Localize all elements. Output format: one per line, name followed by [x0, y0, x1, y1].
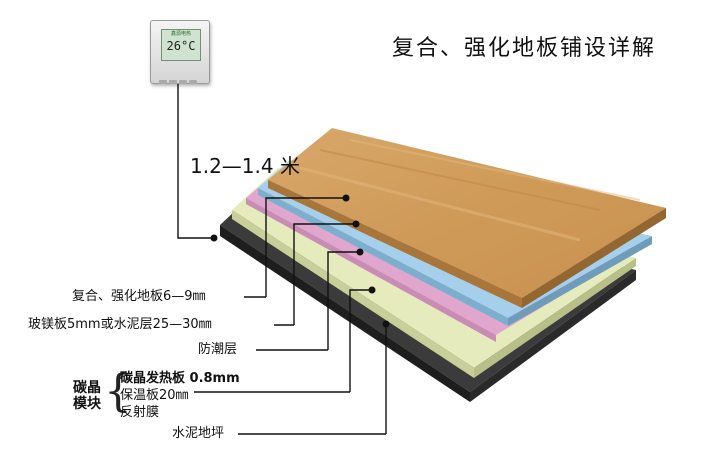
group-label: 碳晶模块 [73, 380, 101, 412]
leader-thermostat [177, 84, 214, 239]
leader-dot-moisture [356, 248, 364, 256]
label-carbon-heater: 碳晶发热板 0.8mm [120, 371, 240, 386]
thermostat-buttons [159, 69, 201, 84]
thermostat-temperature: 26°C [166, 39, 196, 53]
layer-cement-floor-side [470, 270, 636, 402]
wood-grain-1 [319, 149, 601, 211]
thermostat-brand: 鑫源电热 [170, 31, 191, 37]
label-mgo-board: 玻镁板5mm或水泥层25—30㎜ [28, 317, 212, 332]
wood-grain-2 [299, 166, 581, 242]
page-title: 复合、强化地板铺设详解 [392, 36, 657, 61]
leader-dot-thermostat [210, 234, 218, 242]
leader-dot-laminate [342, 194, 350, 202]
leader-mgo [293, 223, 356, 325]
layer-laminate-floor-edge [268, 180, 522, 308]
layer-mgo-board-edge [258, 188, 508, 326]
layer-mgo-board-side [508, 236, 652, 326]
label-laminate: 复合、强化地板6—9㎜ [72, 289, 206, 304]
layer-carbon-module-edge [232, 210, 474, 378]
thermostat-screen: 鑫源电热 26°C [161, 29, 201, 61]
layer-carbon-module-side [474, 258, 636, 378]
dimension-label: 1.2—1.4 米 [190, 154, 300, 178]
leader-laminate [265, 197, 346, 297]
layer-cement-floor-edge [220, 225, 470, 402]
layer-laminate-floor-side [522, 208, 666, 308]
leader-dot-mgo [352, 220, 360, 228]
leader-moisture [327, 251, 360, 350]
leader-dot-cement [382, 320, 390, 328]
leader-module [349, 289, 372, 392]
layer-laminate-floor [268, 128, 666, 298]
leader-dot-module [368, 286, 376, 294]
label-cement-floor: 水泥地坪 [172, 426, 225, 441]
brace-icon: { [104, 366, 132, 417]
label-moisture-barrier: 防潮层 [198, 342, 238, 357]
wood-grain-3 [349, 139, 641, 201]
label-insulation-board: 保温板20㎜ [120, 388, 189, 403]
label-reflective-film: 反射膜 [120, 405, 160, 420]
layer-moisture-barrier-edge [246, 198, 496, 342]
thermostat-icon: 鑫源电热 26°C [150, 20, 210, 84]
